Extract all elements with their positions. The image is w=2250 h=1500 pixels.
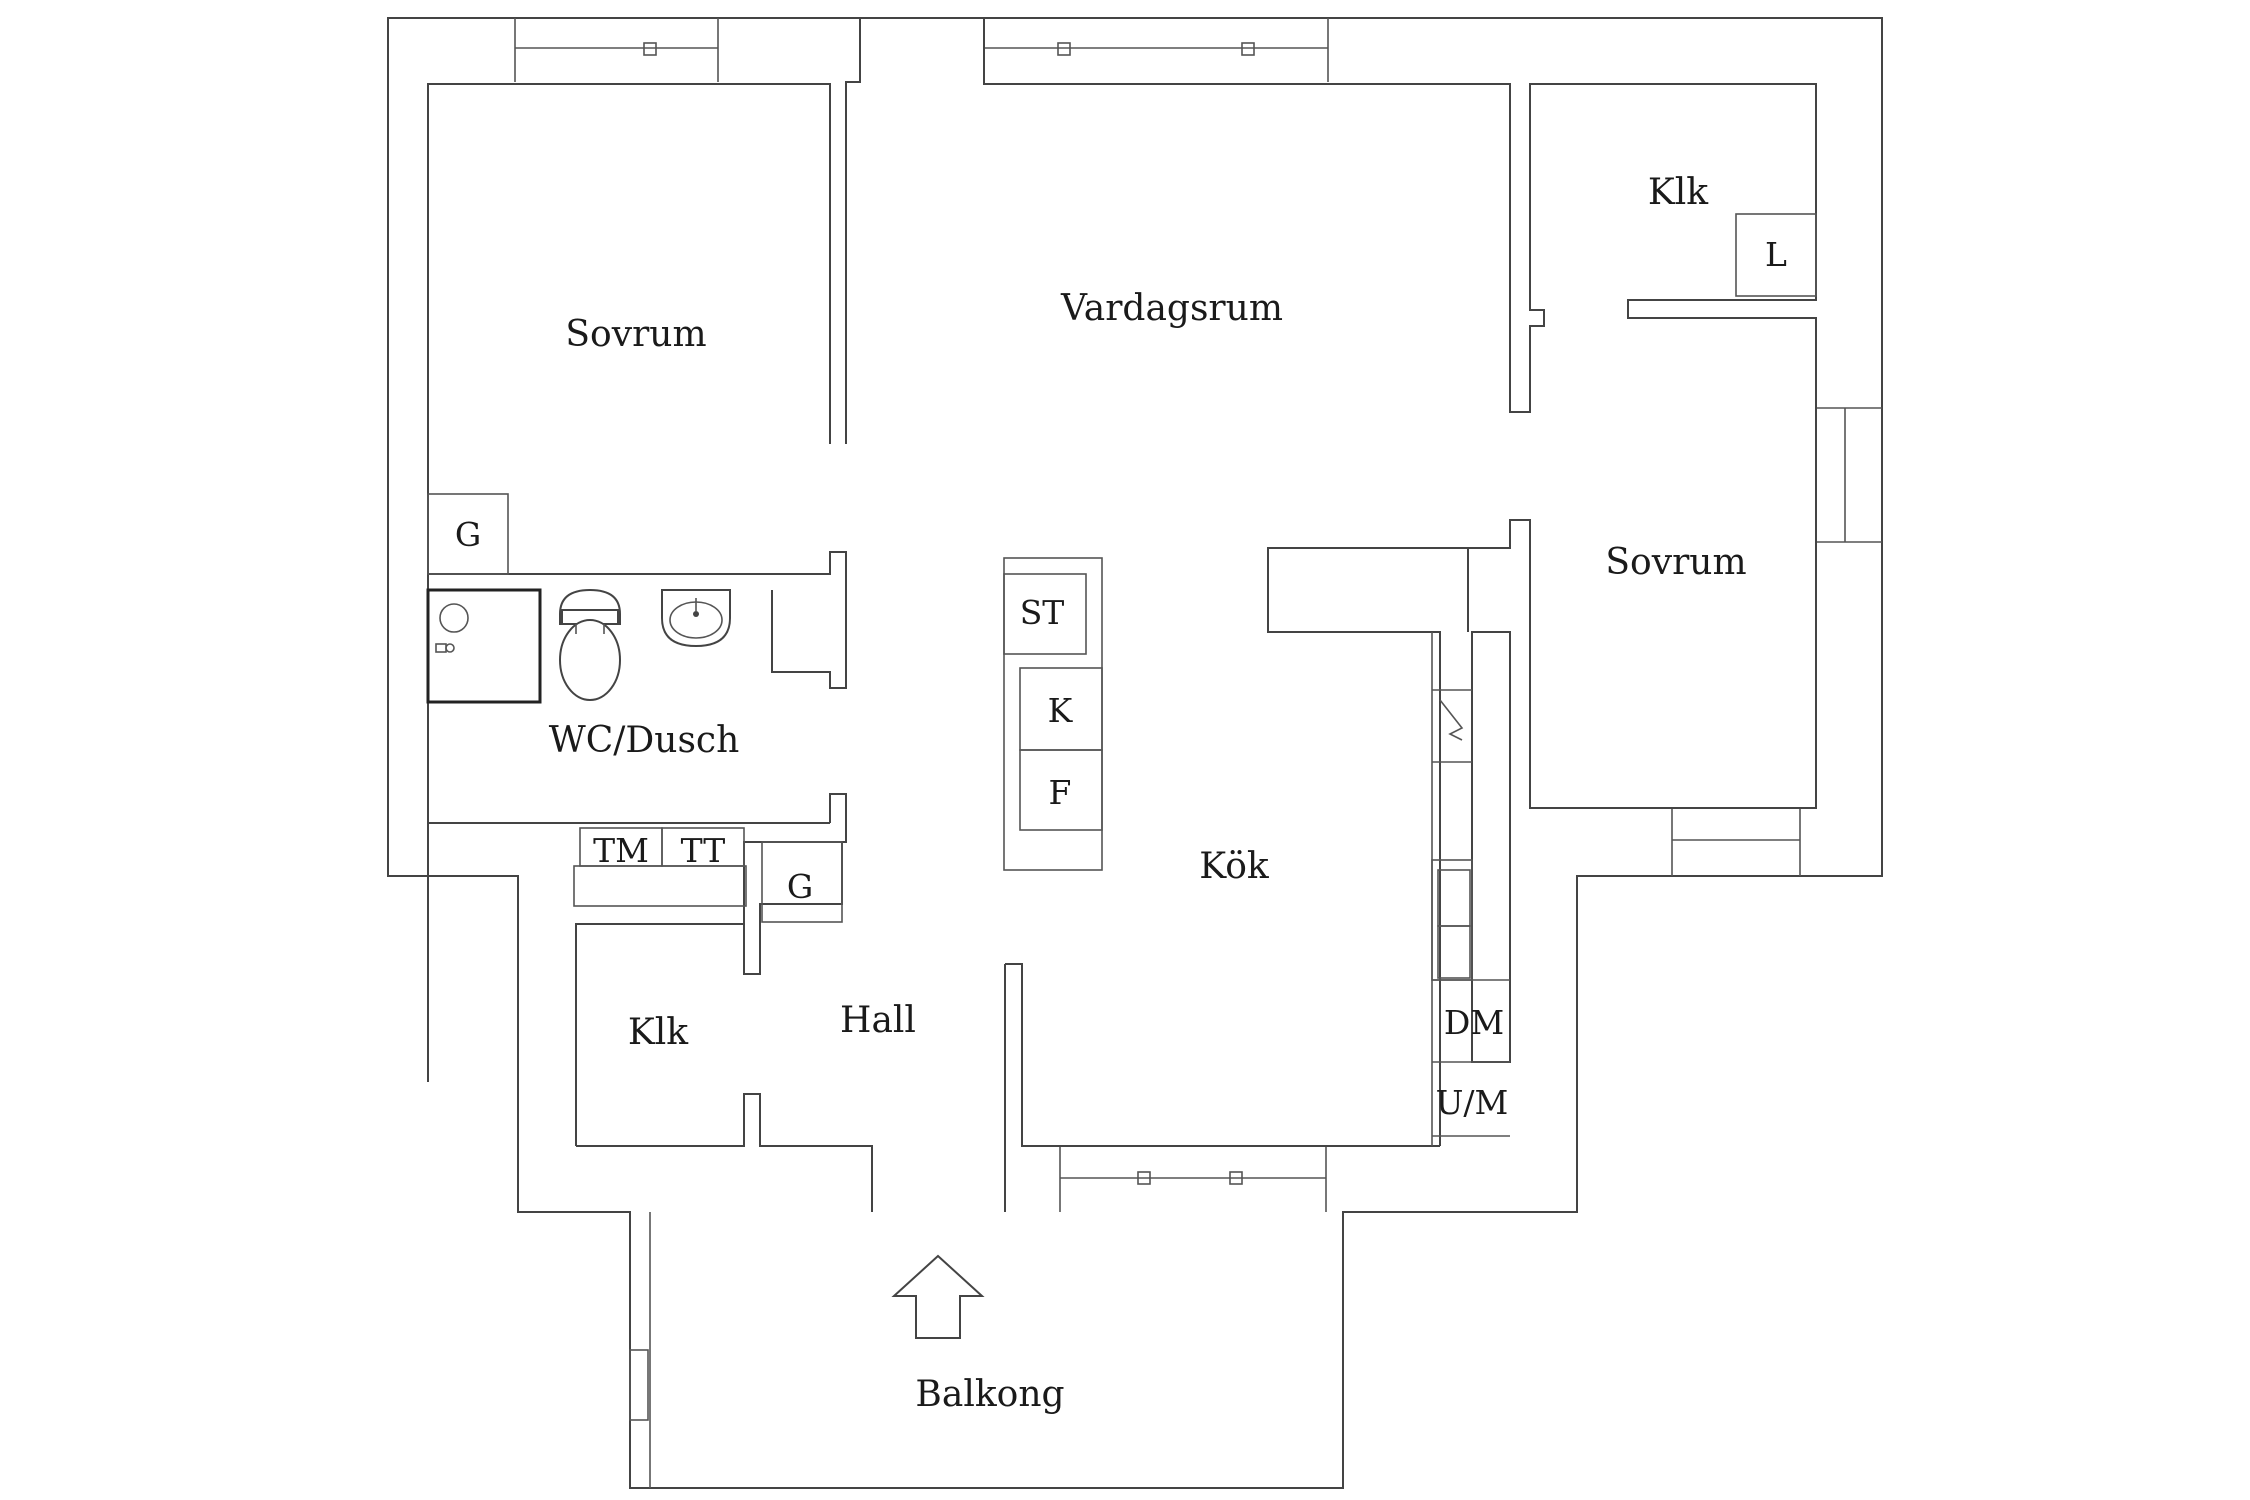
window-top-middle bbox=[983, 18, 1329, 82]
linen-cabinet-label: L bbox=[1765, 235, 1787, 274]
bedroom-left-walls bbox=[427, 18, 861, 1082]
hall-walls bbox=[575, 923, 1440, 1212]
wardrobe-bedroom: G bbox=[427, 493, 509, 575]
window-top-left bbox=[514, 18, 719, 82]
wardrobe-hall: G bbox=[761, 841, 843, 923]
kitchen-label: Kök bbox=[1199, 846, 1270, 887]
window-kitchen bbox=[1059, 1146, 1327, 1212]
oven-micro-label: U/M bbox=[1436, 1083, 1509, 1122]
wardrobe-hall-label: G bbox=[787, 867, 813, 906]
shower bbox=[426, 588, 542, 704]
kitchen-counter: DM U/M bbox=[1431, 631, 1511, 1146]
dishwasher-label: DM bbox=[1444, 1003, 1504, 1042]
fridge-label: K bbox=[1048, 691, 1074, 730]
washing-machine-label: TM bbox=[593, 831, 649, 870]
entrance-arrow-icon bbox=[891, 1254, 985, 1339]
bedroom-left-label: Sovrum bbox=[565, 314, 706, 355]
balcony-outline bbox=[629, 1212, 651, 1488]
outer-wall bbox=[387, 17, 1883, 1489]
closet-top-right-label: Klk bbox=[1648, 172, 1709, 213]
kitchen-island: ST K F bbox=[1003, 557, 1103, 871]
stove-label: ST bbox=[1020, 593, 1065, 632]
bathroom-label: WC/Dusch bbox=[549, 720, 740, 761]
hall-label: Hall bbox=[840, 1000, 916, 1041]
living-room-walls bbox=[983, 18, 1817, 1146]
freezer-label: F bbox=[1049, 773, 1072, 812]
tumble-dryer-label: TT bbox=[681, 831, 726, 870]
toilet-icon bbox=[559, 588, 621, 701]
bedroom-right-label: Sovrum bbox=[1605, 542, 1746, 583]
laundry-machines: TM TT bbox=[573, 827, 747, 907]
linen-cabinet: L bbox=[1735, 213, 1817, 297]
wardrobe-bedroom-label: G bbox=[455, 515, 481, 554]
balcony-label: Balkong bbox=[915, 1374, 1064, 1415]
closet-bottom-left-label: Klk bbox=[628, 1012, 689, 1053]
sink-icon bbox=[661, 589, 731, 648]
window-bottom-right bbox=[1671, 808, 1801, 876]
window-right bbox=[1815, 407, 1882, 543]
living-room-label: Vardagsrum bbox=[1060, 288, 1283, 329]
